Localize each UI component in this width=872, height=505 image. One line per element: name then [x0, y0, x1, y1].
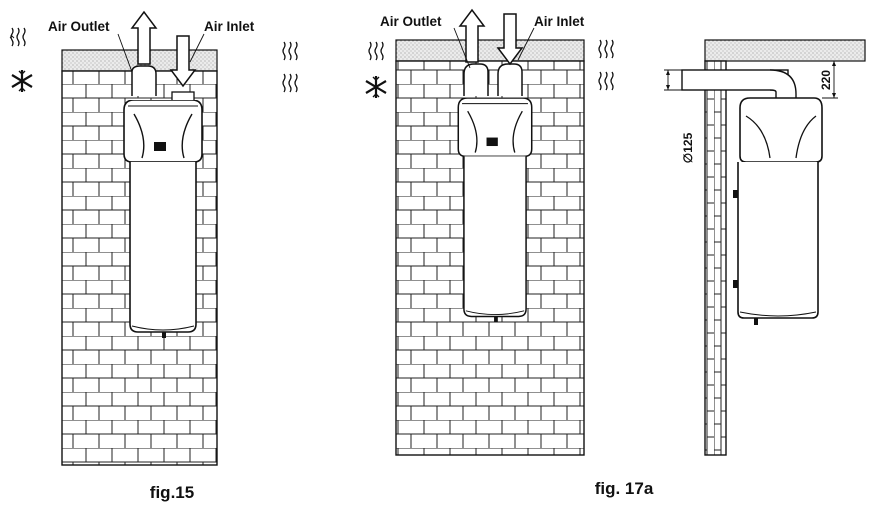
air-inlet-label: Air Inlet [534, 14, 585, 29]
diameter-dimension-line [664, 69, 682, 91]
fig17a-caption: fig. 17a [595, 479, 654, 498]
outlet-duct [463, 63, 489, 96]
side-view-diagram: ∅125 220 [664, 39, 866, 456]
air-inlet-arrow [169, 35, 197, 88]
air-outlet-arrow [458, 8, 486, 63]
heater-head-side [739, 97, 823, 163]
air-outlet-label: Air Outlet [48, 19, 110, 34]
fig17a-diagram: Air Outlet Air Inlet fig. 17a [365, 8, 654, 498]
heat-pump-water-heater [123, 100, 203, 339]
fig15-caption: fig.15 [150, 483, 194, 502]
heat-waves-icon [9, 27, 26, 47]
height-label: 220 [819, 70, 833, 90]
outlet-duct [131, 65, 157, 96]
air-outlet-label: Air Outlet [380, 14, 442, 29]
diameter-label: ∅125 [681, 132, 695, 163]
wall-section [704, 60, 727, 456]
heat-waves-icon [282, 41, 298, 93]
height-dimension-line [822, 60, 838, 99]
duct-elbow [769, 69, 797, 101]
heat-waves-icon [598, 39, 614, 91]
fig15-diagram: Air Outlet Air Inlet fig.15 [9, 10, 298, 502]
inlet-leader-line [189, 33, 205, 63]
ceiling-slab [395, 39, 585, 62]
air-inlet-arrow [496, 13, 524, 66]
air-inlet-label: Air Inlet [204, 19, 255, 34]
snowflake-icon [11, 70, 33, 92]
snowflake-icon [365, 76, 387, 98]
inlet-duct [497, 63, 523, 96]
outlet-leader-line [117, 33, 133, 73]
heater-body-side [737, 162, 819, 319]
inlet-leader-line [517, 27, 535, 61]
ceiling-slab [704, 39, 866, 62]
heat-waves-icon [368, 41, 384, 61]
air-outlet-arrow [130, 10, 158, 65]
outlet-leader-line [453, 27, 471, 69]
heat-pump-water-heater [457, 98, 533, 323]
